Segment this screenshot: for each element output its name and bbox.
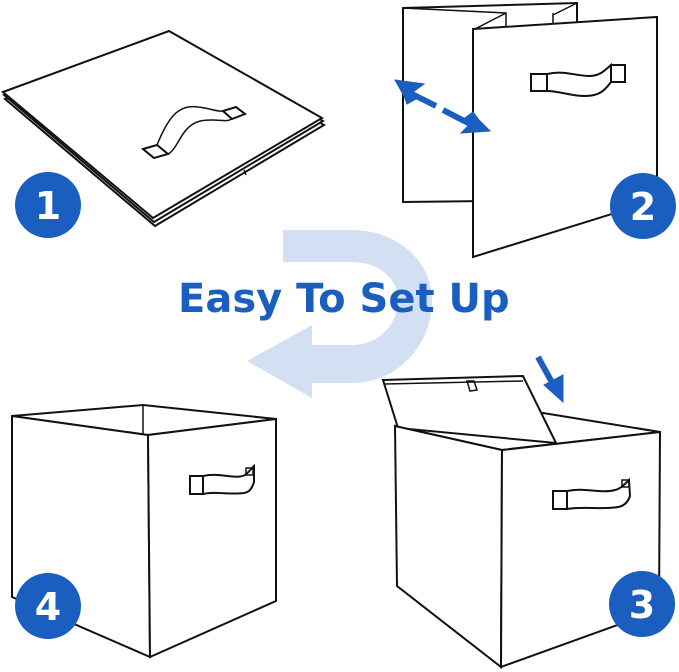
step-2-badge: 2 [610, 173, 676, 239]
handle-icon [189, 463, 255, 496]
step-4-badge: 4 [15, 573, 81, 639]
svg-text:3: 3 [629, 583, 655, 627]
step-3-badge: 3 [609, 571, 675, 637]
svg-text:4: 4 [35, 585, 61, 629]
handle-icon [552, 477, 632, 511]
svg-text:1: 1 [35, 184, 61, 228]
step-2-illustration [394, 1, 658, 259]
u-turn-arrow-icon [247, 230, 432, 398]
handle-icon [530, 62, 626, 98]
svg-text:2: 2 [630, 185, 656, 229]
down-arrow-icon [535, 355, 564, 404]
double-arrow-icon [394, 79, 492, 134]
handle-icon [140, 105, 248, 160]
step-1-badge: 1 [15, 172, 81, 238]
page-title: Easy To Set Up [178, 276, 510, 322]
step-3-illustration [381, 355, 662, 670]
step-1-illustration [1, 29, 326, 228]
